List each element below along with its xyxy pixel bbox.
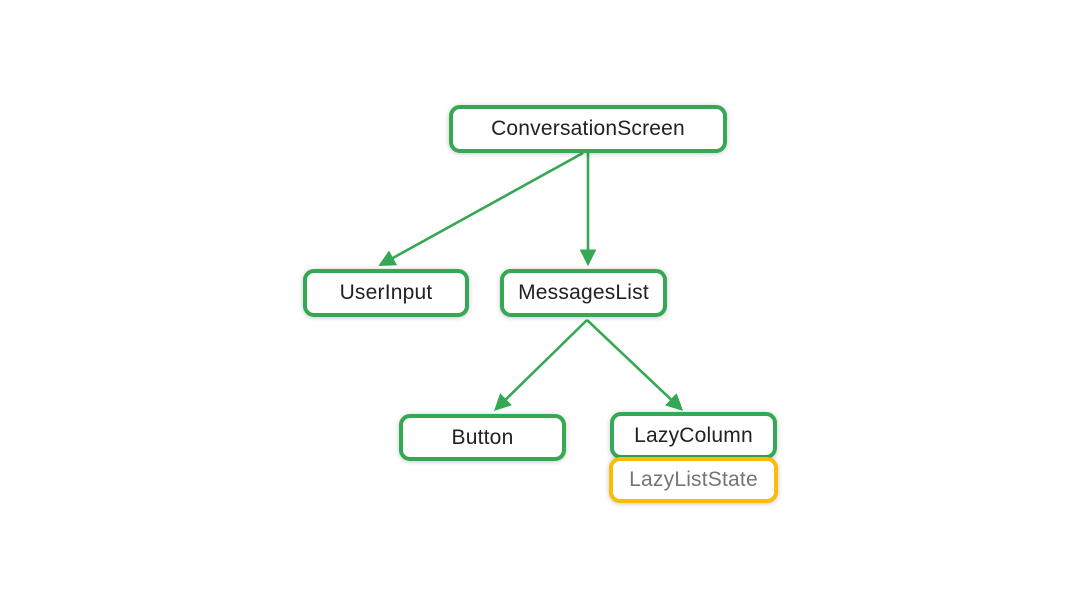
- edge-messageslist-button: [493, 319, 588, 411]
- node-button-label: Button: [451, 425, 514, 449]
- node-conversationscreen-label: ConversationScreen: [491, 117, 685, 140]
- node-button: Button: [399, 414, 566, 461]
- edge-conversationscreen-userinput: [378, 151, 584, 267]
- node-lazycolumn-label: LazyColumn: [634, 423, 753, 447]
- node-userinput-label: UserInput: [339, 281, 433, 304]
- node-userinput: UserInput: [303, 269, 469, 317]
- node-messageslist: MessagesList: [500, 269, 667, 317]
- edge-messageslist-lazycolumn: [586, 319, 684, 411]
- node-lazyliststate: LazyListState: [609, 457, 778, 503]
- node-lazycolumn: LazyColumn: [610, 412, 777, 459]
- node-messageslist-label: MessagesList: [518, 281, 649, 304]
- node-conversationscreen: ConversationScreen: [449, 105, 727, 153]
- node-lazyliststate-label: LazyListState: [629, 468, 758, 491]
